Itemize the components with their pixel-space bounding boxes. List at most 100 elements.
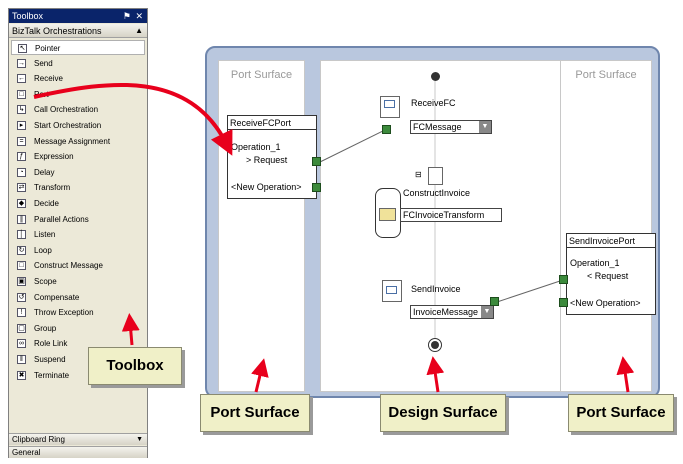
collapse-icon[interactable]: ▲ [135, 26, 143, 35]
port-request: < Request [587, 271, 629, 281]
toolbox-item-label: Delay [34, 167, 55, 177]
toolbox-item-parallel-actions[interactable]: ∥ Parallel Actions [11, 212, 145, 227]
toolbox-item-decide[interactable]: ◆Decide [11, 196, 145, 211]
start-orchestration-icon: ▸ [17, 121, 26, 130]
chevron-down-icon[interactable]: ▼ [481, 306, 493, 318]
toolbox-item-expression[interactable]: ƒ Expression [11, 149, 145, 164]
toolbox-item-label: Parallel Actions [34, 214, 89, 224]
toolbox-item-label: Loop [34, 245, 52, 255]
close-icon[interactable]: ✕ [135, 11, 143, 21]
port-new-operation[interactable]: <New Operation> [231, 182, 302, 192]
toolbox-item-label: Receive [34, 74, 63, 84]
toolbox-item-send[interactable]: → Send [11, 56, 145, 71]
receive-shape-label: ReceiveFC [411, 98, 456, 108]
send-shape-icon[interactable] [382, 280, 402, 302]
toolbox-item-group[interactable]: ▢Group [11, 321, 145, 336]
right-port-surface-title: Port Surface [575, 69, 637, 81]
port-request: > Request [246, 155, 288, 165]
toolbox-item-label: Scope [34, 277, 57, 286]
decide-icon: ◆ [17, 199, 26, 208]
call-orchestration-icon: ↳ [17, 105, 26, 115]
toolbox-item-role-link[interactable]: ∞Role Link [11, 336, 145, 351]
send-invoice-port[interactable]: SendInvoicePort Operation_1 < Request <N… [566, 233, 656, 315]
port-connector-request[interactable] [559, 275, 568, 284]
toolbox-item-label: Pointer [35, 44, 61, 53]
send-shape-connector[interactable] [490, 297, 499, 306]
end-shape[interactable] [428, 338, 442, 352]
toolbox-item-start-orchestration[interactable]: ▸ Start Orchestration [11, 118, 145, 133]
toolbox-item-compensate[interactable]: ↺ Compensate [11, 290, 145, 305]
toolbox-item-suspend[interactable]: ‖ Suspend [11, 352, 145, 367]
toolbox-item-throw-exception[interactable]: ! Throw Exception [11, 305, 145, 320]
parallel-actions-icon: ∥ [17, 214, 26, 224]
toolbox-item-call-orchestration[interactable]: ↳ Call Orchestration [11, 102, 145, 117]
clipboard-ring-tab[interactable]: Clipboard Ring ▼ [9, 433, 147, 445]
chevron-down-icon[interactable]: ▼ [136, 436, 143, 443]
toolbox-item-label: Construct Message [34, 261, 103, 271]
send-port-connector [496, 279, 564, 303]
toolbox-item-label: Transform [34, 183, 71, 193]
toolbox-item-pointer[interactable]: ↖Pointer [11, 40, 145, 55]
pin-icon[interactable]: ⚑ [122, 11, 131, 21]
right-port-surface[interactable]: Port Surface [560, 60, 652, 392]
toolbox-item-message-assignment[interactable]: =Message Assignment [11, 134, 145, 149]
port-new-operation[interactable]: <New Operation> [570, 298, 641, 308]
toolbox-item-listen[interactable]: │Listen [11, 227, 145, 242]
receive-shape-icon[interactable] [380, 96, 400, 118]
toolbox-item-label: Throw Exception [34, 308, 94, 318]
receive-message-value: FCMessage [413, 122, 462, 132]
toolbox-item-delay[interactable]: ◔Delay [11, 165, 145, 180]
toolbox-item-label: Message Assignment [34, 136, 111, 146]
toolbox-item-construct-message[interactable]: □ Construct Message [11, 258, 145, 273]
port-name: ReceiveFCPort [230, 118, 292, 128]
send-message-value: InvoiceMessage [413, 307, 479, 317]
toolbox-title: Toolbox [12, 11, 44, 21]
terminate-icon: ✖ [17, 370, 26, 380]
receive-fc-port[interactable]: ReceiveFCPort Operation_1 > Request <New… [227, 115, 317, 199]
port-connector-request[interactable] [312, 157, 321, 166]
transform-shape[interactable]: FCInvoiceTransform [400, 208, 502, 222]
start-shape[interactable] [431, 72, 440, 81]
send-message-combo[interactable]: InvoiceMessage ▼ [410, 305, 494, 319]
toolbox-callout: Toolbox [88, 347, 182, 385]
port-connector-new[interactable] [559, 298, 568, 307]
port-connector-new[interactable] [312, 183, 321, 192]
general-tab[interactable]: General [9, 446, 147, 458]
toolbox-item-label: Compensate [34, 292, 80, 302]
toolbox-item-label: Call Orchestration [34, 105, 99, 115]
chevron-down-icon[interactable]: ▼ [479, 121, 491, 133]
throw-exception-icon: ! [17, 308, 26, 318]
left-port-callout: Port Surface [200, 394, 310, 432]
toolbox-item-label: Group [34, 323, 57, 333]
toolbox-item-label: Start Orchestration [34, 121, 102, 130]
toolbox-item-label: Role Link [34, 339, 68, 349]
toolbox-item-label: Send [34, 58, 53, 68]
suspend-icon: ‖ [17, 355, 26, 364]
construct-message-icon: □ [17, 261, 26, 271]
receive-shape-connector[interactable] [382, 125, 391, 134]
expand-icon[interactable]: ⊟ [415, 170, 422, 179]
general-label: General [12, 448, 41, 457]
construct-shape-label: ConstructInvoice [403, 188, 471, 198]
transform-icon [379, 208, 396, 221]
toolbox-item-transform[interactable]: ⇄ Transform [11, 180, 145, 195]
toolbox-item-label: Expression [34, 152, 74, 162]
receive-icon: ← [17, 74, 26, 84]
toolbox-item-receive[interactable]: ← Receive [11, 71, 145, 86]
expression-icon: ƒ [17, 152, 26, 162]
compensate-icon: ↺ [17, 292, 26, 302]
toolbox-item-label: Suspend [34, 355, 66, 364]
toolbox-item-scope[interactable]: ▣Scope [11, 274, 145, 289]
design-surface[interactable] [320, 60, 562, 392]
transform-icon: ⇄ [17, 183, 26, 193]
port-icon: □ [17, 89, 26, 99]
toolbox-item-terminate[interactable]: ✖Terminate [11, 368, 145, 383]
clipboard-ring-label: Clipboard Ring [12, 435, 65, 444]
section-header[interactable]: BizTalk Orchestrations ▲ [9, 24, 147, 38]
left-port-surface-title: Port Surface [230, 69, 293, 81]
receive-message-combo[interactable]: FCMessage ▼ [410, 120, 492, 134]
send-icon: → [17, 58, 26, 68]
send-shape-label: SendInvoice [411, 284, 461, 294]
toolbox-item-loop[interactable]: ↻Loop [11, 243, 145, 258]
